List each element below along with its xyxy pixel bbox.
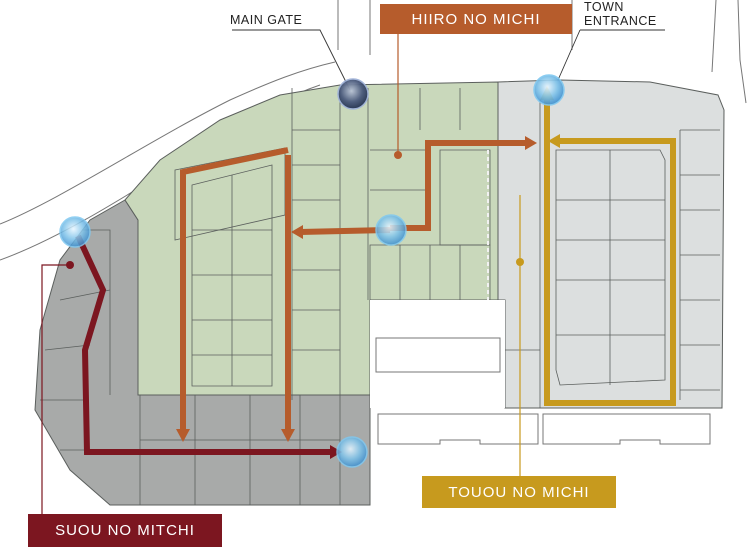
leader-lines [41, 29, 665, 514]
hiiro-route-tag: HIIRO NO MICHI [380, 4, 572, 34]
arrow-icon [281, 429, 295, 442]
main-gate-marker [337, 78, 369, 110]
suou-pin [66, 261, 74, 269]
arrow-icon [525, 136, 537, 150]
touou-pin [516, 258, 524, 266]
arrow-icon [291, 225, 303, 239]
suou-arrows [330, 445, 342, 459]
white-blocks [370, 300, 711, 445]
hiiro-arrows [176, 136, 537, 442]
circle-marker-icon [336, 436, 368, 468]
waypoints [59, 74, 565, 468]
town-entrance-label-line2: ENTRANCE [584, 14, 657, 28]
circle-marker-icon [375, 214, 407, 246]
arrow-icon [548, 134, 560, 148]
zone-light [497, 79, 725, 409]
arrow-icon [176, 429, 190, 442]
town-entrance-label-line1: TOWN [584, 0, 624, 14]
hiiro-pin [394, 151, 402, 159]
town-entrance-marker [533, 74, 565, 106]
circle-marker-icon [59, 216, 91, 248]
arrow-icon [330, 445, 342, 459]
route-hiiro [180, 140, 528, 432]
suou-route-tag: SUOU NO MITCHI [28, 514, 222, 547]
main-gate-label: MAIN GATE [230, 13, 303, 27]
route-touou [544, 100, 676, 406]
lot-lines [40, 88, 720, 505]
route-suou [75, 234, 330, 455]
touou-route-tag: TOUOU NO MICHI [422, 476, 616, 508]
